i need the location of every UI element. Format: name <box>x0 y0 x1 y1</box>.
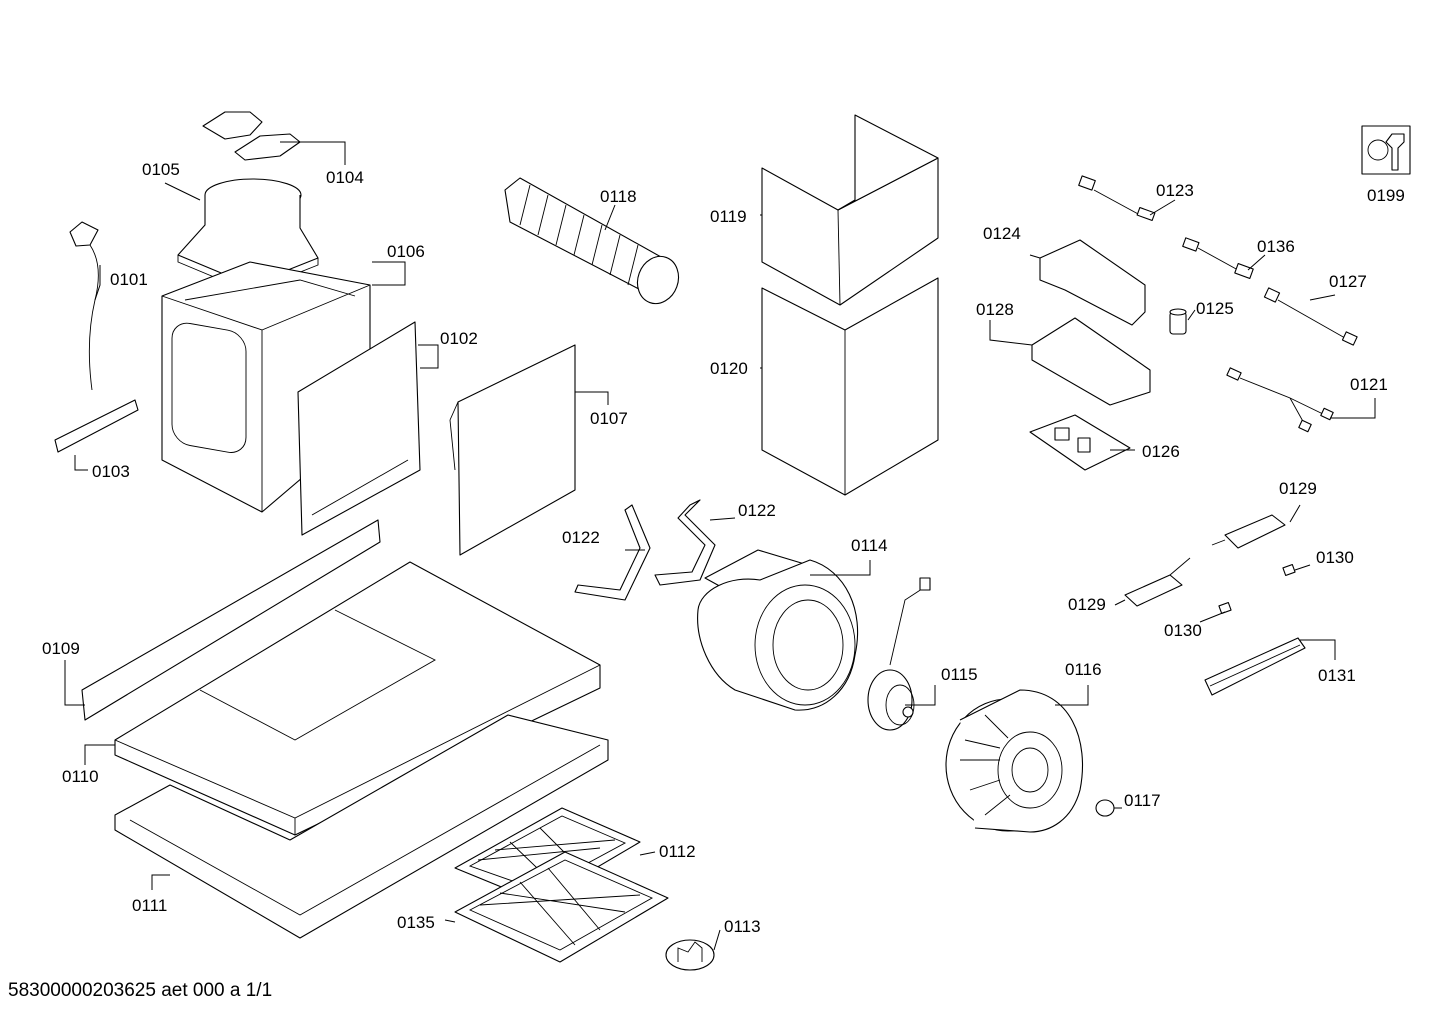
label-0129-lower: 0129 <box>1068 595 1106 614</box>
part-0107-shape <box>449 344 576 556</box>
part-0115-shape <box>867 577 931 731</box>
label-0107: 0107 <box>590 409 628 428</box>
label-0101: 0101 <box>110 270 148 289</box>
part-0125-shape <box>1169 308 1187 335</box>
part-0131-shape <box>1204 637 1306 696</box>
part-0121-shape <box>1226 367 1334 433</box>
part-0120-shape <box>761 277 939 496</box>
label-0123: 0123 <box>1156 181 1194 200</box>
part-0136-shape <box>1182 237 1254 279</box>
label-0102: 0102 <box>440 329 478 348</box>
part-0116-shape <box>945 689 1084 833</box>
part-0104-shape <box>202 111 301 161</box>
label-0199: 0199 <box>1367 186 1405 205</box>
document-id: 58300000203625 aet 000 a 1/1 <box>8 980 273 1001</box>
label-0128: 0128 <box>976 300 1014 319</box>
label-0110: 0110 <box>62 767 99 786</box>
part-0110-shape <box>114 561 601 836</box>
part-0119-shape <box>761 114 939 306</box>
part-0117-shape <box>1095 799 1115 817</box>
part-0135-shape <box>454 851 669 963</box>
part-0124-shape <box>1039 239 1146 326</box>
label-0109: 0109 <box>42 639 80 658</box>
label-0104: 0104 <box>326 168 364 187</box>
label-0126: 0126 <box>1142 442 1180 461</box>
label-0105: 0105 <box>142 160 180 179</box>
part-0122-shape <box>574 499 716 601</box>
part-0127-shape <box>1263 287 1358 346</box>
label-0114: 0114 <box>851 536 888 555</box>
label-0127: 0127 <box>1329 272 1367 291</box>
label-0119: 0119 <box>710 207 747 226</box>
label-0130-upper: 0130 <box>1316 548 1354 567</box>
part-0129-shape <box>1124 514 1286 607</box>
wrench-icon <box>1361 125 1411 175</box>
part-0130-shape <box>1218 563 1296 615</box>
part-0123-shape <box>1078 175 1156 222</box>
label-0117: 0117 <box>1124 791 1161 810</box>
part-labels: 0101 0102 0103 0104 0105 0106 0107 0109 … <box>42 160 1405 936</box>
label-0122-left: 0122 <box>562 528 600 547</box>
part-0109-shape <box>81 519 381 721</box>
label-0111: 0111 <box>132 896 167 915</box>
label-0136: 0136 <box>1257 237 1295 256</box>
part-0111-shape <box>114 714 609 939</box>
label-0116: 0116 <box>1065 660 1102 679</box>
part-0118-shape <box>504 177 680 305</box>
label-0131: 0131 <box>1318 666 1356 685</box>
label-0125: 0125 <box>1196 299 1234 318</box>
label-0118: 0118 <box>600 187 637 206</box>
part-0103-shape <box>54 399 139 453</box>
label-0121: 0121 <box>1350 375 1388 394</box>
label-0130-lower: 0130 <box>1164 621 1202 640</box>
label-0115: 0115 <box>941 665 978 684</box>
label-0113: 0113 <box>724 917 761 936</box>
part-0128-shape <box>1031 317 1151 406</box>
part-0113-shape <box>665 939 715 971</box>
label-0135: 0135 <box>397 913 435 932</box>
part-0102-shape <box>297 321 421 536</box>
label-0124: 0124 <box>983 224 1021 243</box>
leader-lines <box>64 141 1376 951</box>
label-0122-right: 0122 <box>738 501 776 520</box>
part-0126-shape <box>1029 414 1131 471</box>
label-0112: 0112 <box>659 842 696 861</box>
label-0129-upper: 0129 <box>1279 479 1317 498</box>
label-0120: 0120 <box>710 359 748 378</box>
part-0114-shape <box>697 549 859 711</box>
label-0106: 0106 <box>387 242 425 261</box>
label-0103: 0103 <box>92 462 130 481</box>
part-0101-shape <box>69 221 99 391</box>
